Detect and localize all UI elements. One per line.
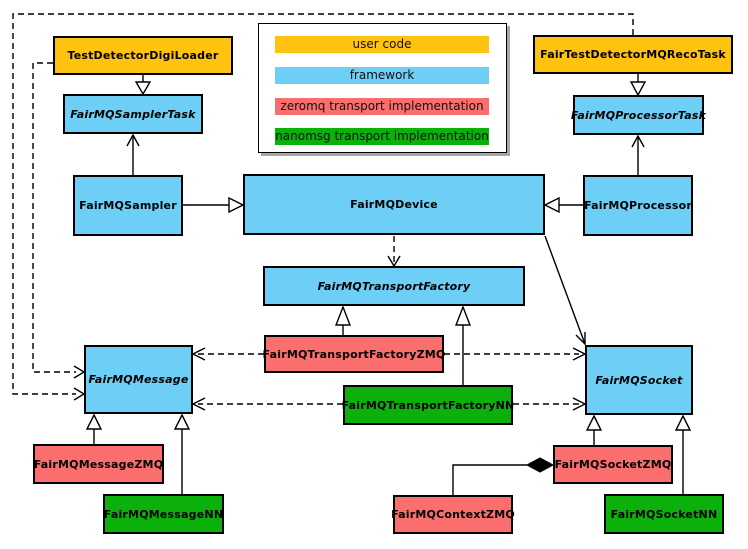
edge-recotask-processortask-inheritance bbox=[629, 74, 647, 97]
edge-processor-device-inheritance bbox=[543, 196, 583, 214]
node-fairmqsamplertask: FairMQSamplerTask bbox=[63, 94, 203, 134]
edge-factoryzmq-transportfactory-inheritance bbox=[334, 305, 352, 335]
edge-device-socket-association bbox=[544, 235, 586, 346]
node-fairmqmessagezmq: FairMQMessageZMQ bbox=[33, 444, 164, 484]
edge-socketzmq-socket-inheritance bbox=[585, 414, 603, 445]
node-fairmqdevice: FairMQDevice bbox=[243, 174, 545, 235]
edge-factoryzmq-socket-dashed bbox=[444, 347, 587, 361]
node-fairmqprocessor: FairMQProcessor bbox=[583, 175, 693, 236]
edge-messagenn-message-inheritance bbox=[173, 413, 191, 494]
node-testdetectordigiloader: TestDetectorDigiLoader bbox=[53, 36, 233, 75]
edge-sampler-samplertask-association bbox=[126, 133, 140, 175]
edge-device-transportfactory-dashed bbox=[387, 236, 401, 268]
edge-socketnn-socket-inheritance bbox=[674, 414, 692, 494]
edge-messagezmq-message-inheritance bbox=[85, 413, 103, 444]
node-fairmqsampler: FairMQSampler bbox=[73, 175, 183, 236]
node-fairmqmessagenn: FairMQMessageNN bbox=[103, 494, 224, 534]
node-fairmqprocessortask: FairMQProcessorTask bbox=[571, 95, 706, 135]
legend-item-nanomsg: nanomsg transport implementation bbox=[275, 128, 489, 145]
legend-item-user-code: user code bbox=[275, 36, 489, 53]
node-fairmqsocket: FairMQSocket bbox=[585, 345, 693, 415]
legend: user code framework zeromq transport imp… bbox=[258, 23, 507, 153]
legend-item-framework: framework bbox=[275, 67, 489, 84]
node-fairmqmessage: FairMQMessage bbox=[84, 345, 193, 414]
edge-factorynn-message-dashed bbox=[191, 397, 343, 411]
node-fairtestdetectormqrecotask: FairTestDetectorMQRecoTask bbox=[533, 35, 733, 74]
node-fairmqtransportfactorynn: FairMQTransportFactoryNN bbox=[342, 385, 514, 425]
edge-sampler-device-inheritance bbox=[183, 196, 245, 214]
node-fairmqcontextzmq: FairMQContextZMQ bbox=[391, 495, 515, 534]
node-fairmqtransportfactoryzmq: FairMQTransportFactoryZMQ bbox=[263, 335, 445, 373]
edge-factorynn-transportfactory-inheritance bbox=[454, 305, 472, 385]
legend-item-zeromq: zeromq transport implementation bbox=[275, 98, 489, 115]
edge-processor-processortask-association bbox=[631, 134, 645, 175]
node-fairmqsocketnn: FairMQSocketNN bbox=[604, 494, 724, 534]
edge-factorynn-socket-dashed bbox=[513, 397, 587, 411]
node-fairmqsocketzmq: FairMQSocketZMQ bbox=[553, 445, 673, 484]
node-fairmqtransportfactory: FairMQTransportFactory bbox=[263, 266, 525, 306]
edge-socketzmq-contextzmq-composition bbox=[452, 457, 555, 495]
edge-factoryzmq-message-dashed bbox=[191, 347, 264, 361]
edge-digiloader-samplertask-inheritance bbox=[134, 75, 152, 96]
